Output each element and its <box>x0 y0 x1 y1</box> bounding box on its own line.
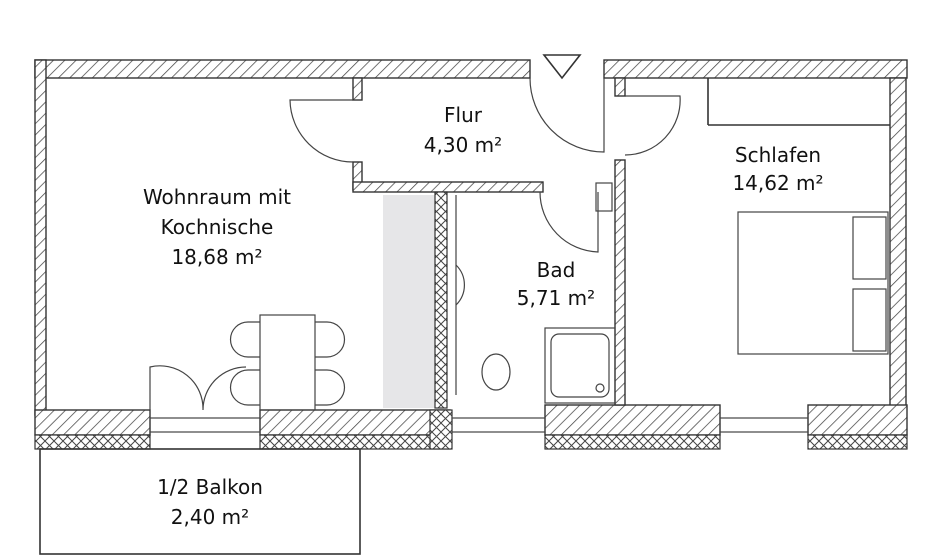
bedroom-door <box>624 95 681 156</box>
balcony-door <box>149 365 247 411</box>
doors <box>149 54 681 411</box>
bathroom-fixtures <box>455 182 616 404</box>
windows <box>149 417 809 433</box>
room-name-flur: Flur <box>444 103 483 127</box>
bathroom-door <box>539 191 599 253</box>
balcony-outline <box>39 448 361 555</box>
room-name-schlafen: Schlafen <box>735 143 821 167</box>
living-door <box>289 99 354 163</box>
room-area-wohnraum: 18,68 m² <box>171 245 262 269</box>
entrance-arrow-icon <box>542 54 582 80</box>
interior-walls <box>352 77 890 409</box>
room-area-balkon: 2,40 m² <box>171 505 249 529</box>
double-bed <box>737 211 889 355</box>
toilet <box>481 353 511 391</box>
room-name-balkon: 1/2 Balkon <box>157 475 263 499</box>
sink <box>455 264 465 306</box>
entrance-door <box>529 77 605 153</box>
room-name-wohnraum-line2: Kochnische <box>161 215 274 239</box>
dining-table-set <box>229 314 346 411</box>
room-area-bad: 5,71 m² <box>517 286 595 310</box>
shower-tray <box>544 327 616 404</box>
room-name-wohnraum-line1: Wohnraum mit <box>143 185 291 209</box>
room-area-schlafen: 14,62 m² <box>732 171 823 195</box>
kitchen-niche <box>383 195 435 408</box>
room-area-flur: 4,30 m² <box>424 133 502 157</box>
room-name-bad: Bad <box>537 258 576 282</box>
